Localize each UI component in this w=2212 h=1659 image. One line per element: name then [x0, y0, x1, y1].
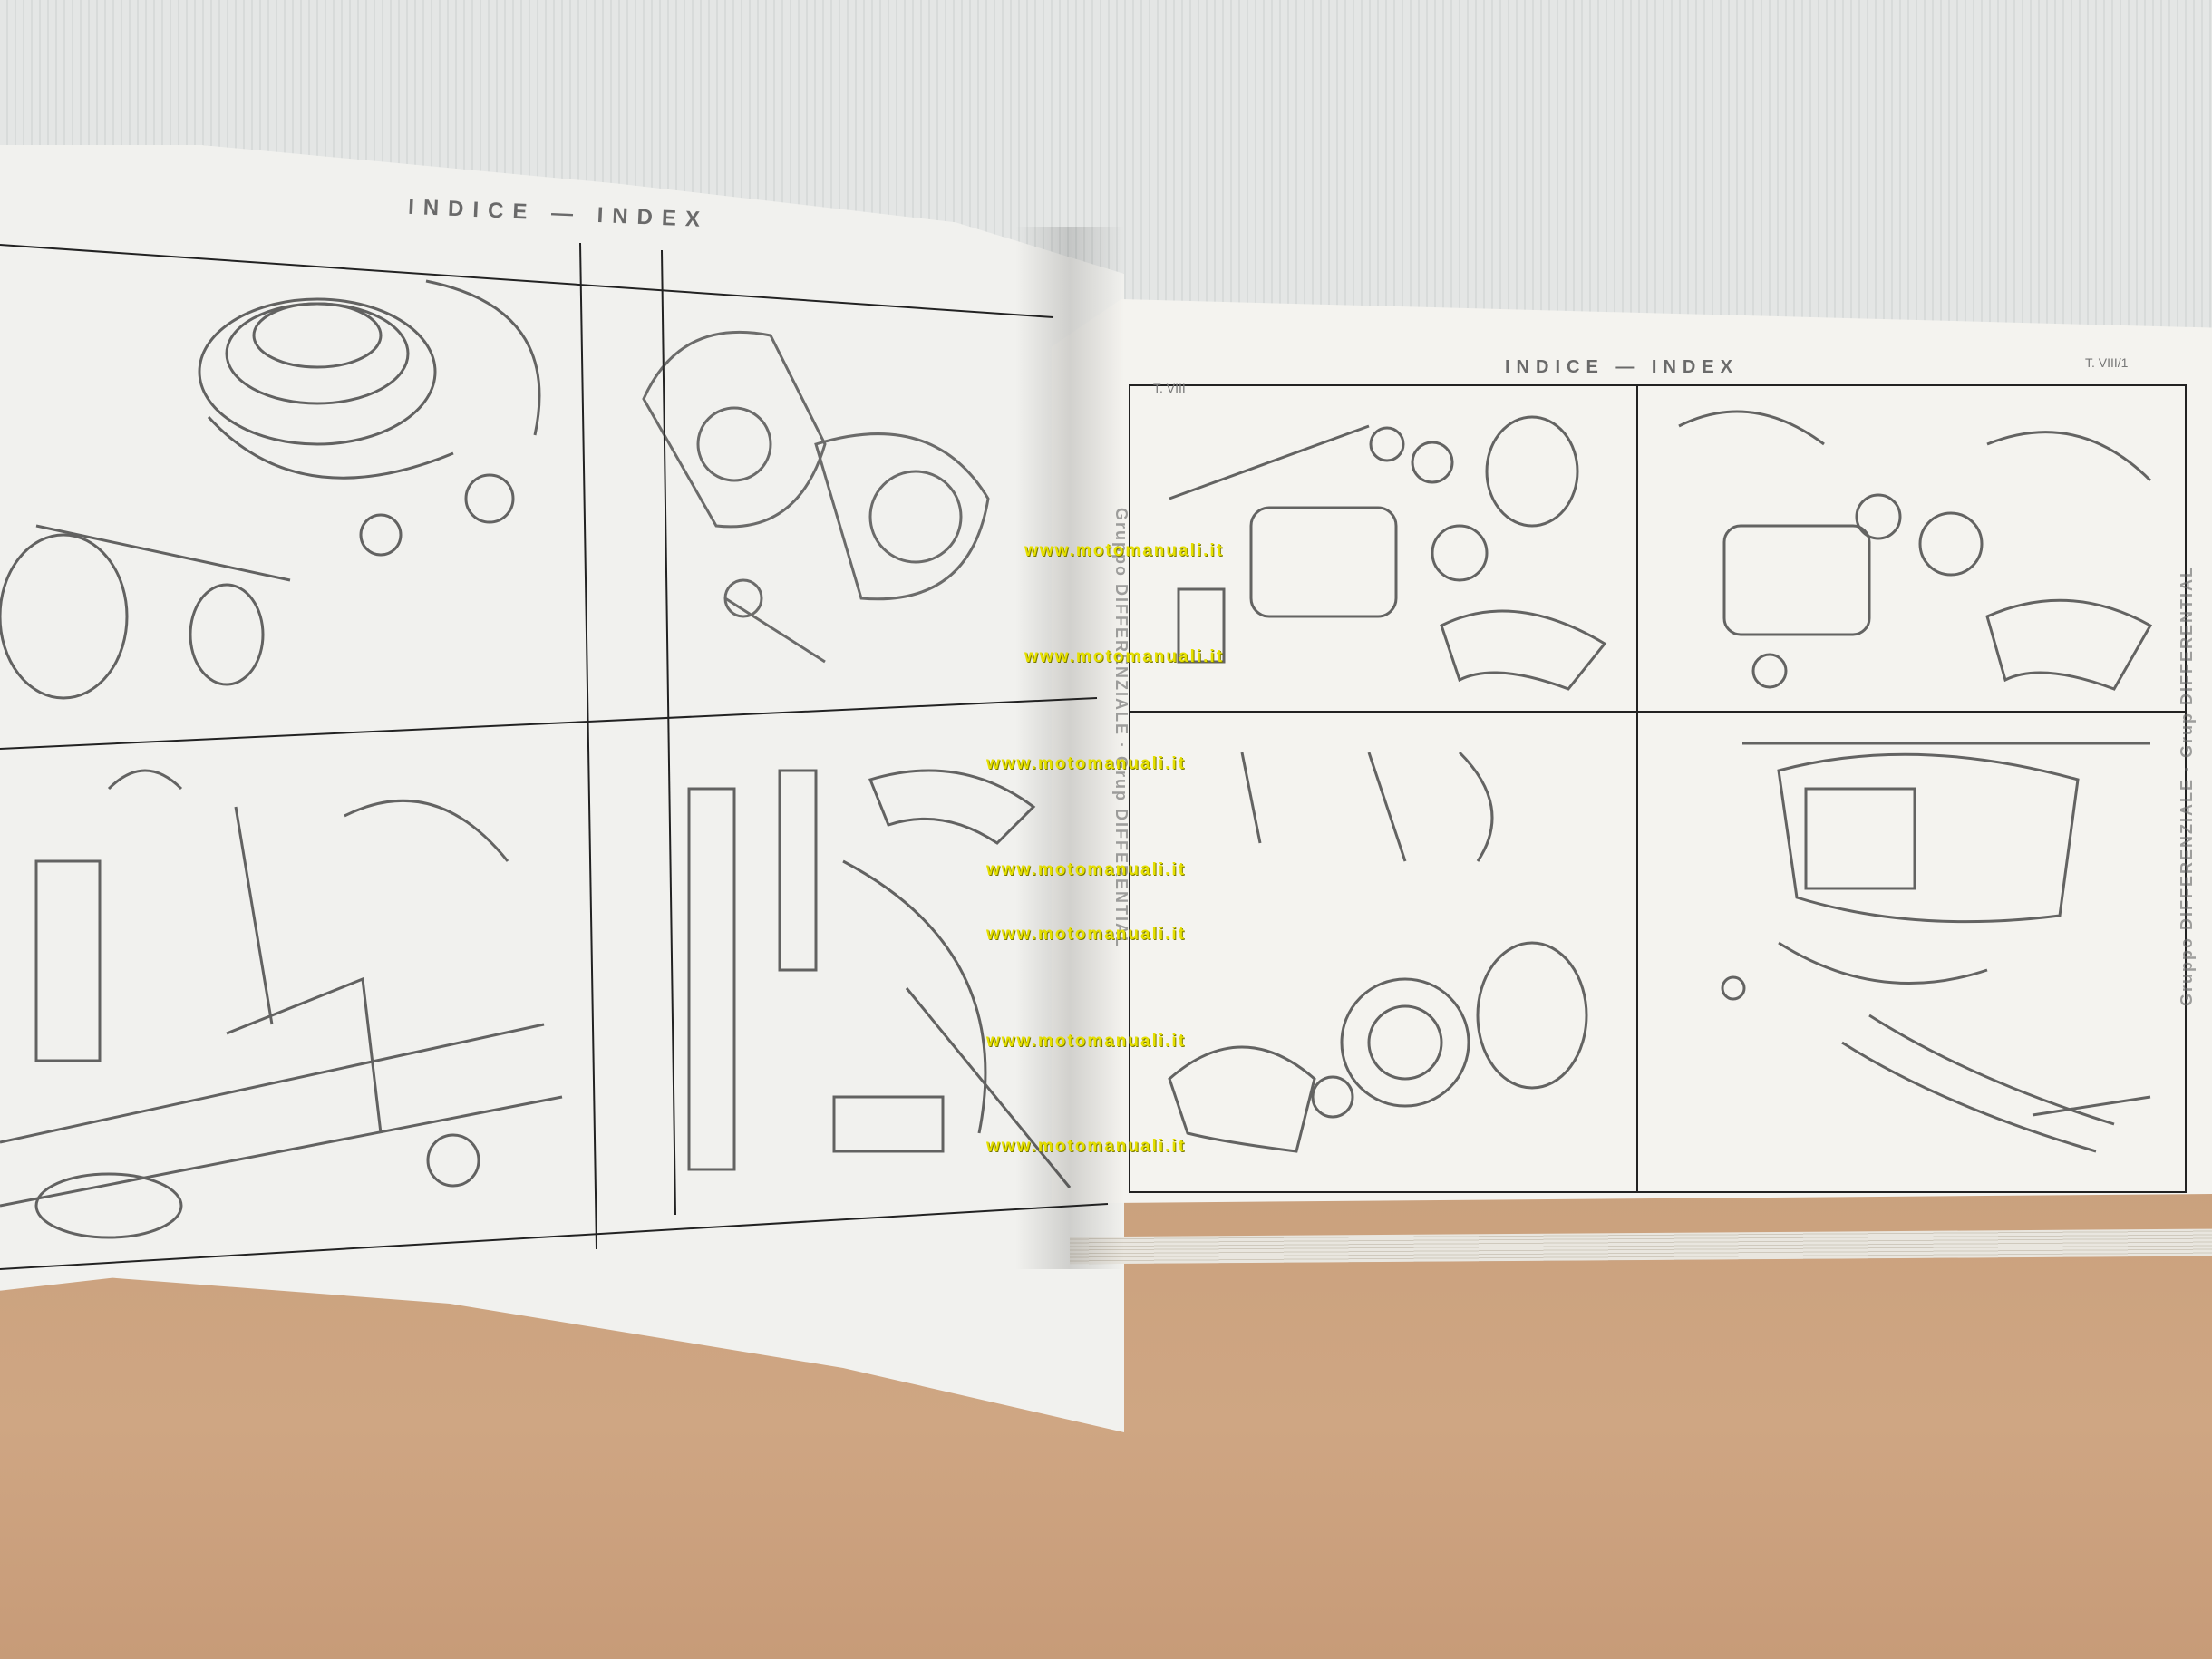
watermark: www.motomanuali.it [986, 754, 1187, 773]
edge-side-label: Gruppo DIFFERENZIALE · Grup DIFFERENTIAL [2178, 566, 2196, 1006]
watermark: www.motomanuali.it [986, 1137, 1187, 1156]
crankcase-exploded-drawing-icon [642, 330, 990, 664]
frame-suspension-exploded-drawing-icon [0, 769, 563, 1239]
engine-cylinder-exploded-drawing-icon [0, 279, 541, 700]
gearbox-exploded-drawing-icon [1169, 415, 1607, 691]
fork-and-exhaust-exploded-drawing-icon [687, 769, 1072, 1188]
air-filter-exploded-drawing-icon [1721, 742, 2151, 1153]
clutch-housing-exploded-drawing-icon [1168, 751, 1588, 1153]
watermark: www.motomanuali.it [1024, 647, 1225, 666]
watermark: www.motomanuali.it [986, 925, 1187, 944]
right-plate-label: T. VIII/1 [2085, 355, 2129, 370]
left-plate-label: T. VIII [1153, 381, 1186, 395]
watermark: www.motomanuali.it [986, 860, 1187, 879]
watermark: www.motomanuali.it [1024, 541, 1225, 560]
differential-exploded-drawing-icon [1678, 410, 2153, 691]
middle-side-label: Gruppo DIFFERENZIALE · Grup DIFFERENTIAL [1112, 508, 1130, 948]
right-page-heading: INDICE — INDEX [1505, 357, 1740, 377]
watermark: www.motomanuali.it [986, 1032, 1187, 1051]
